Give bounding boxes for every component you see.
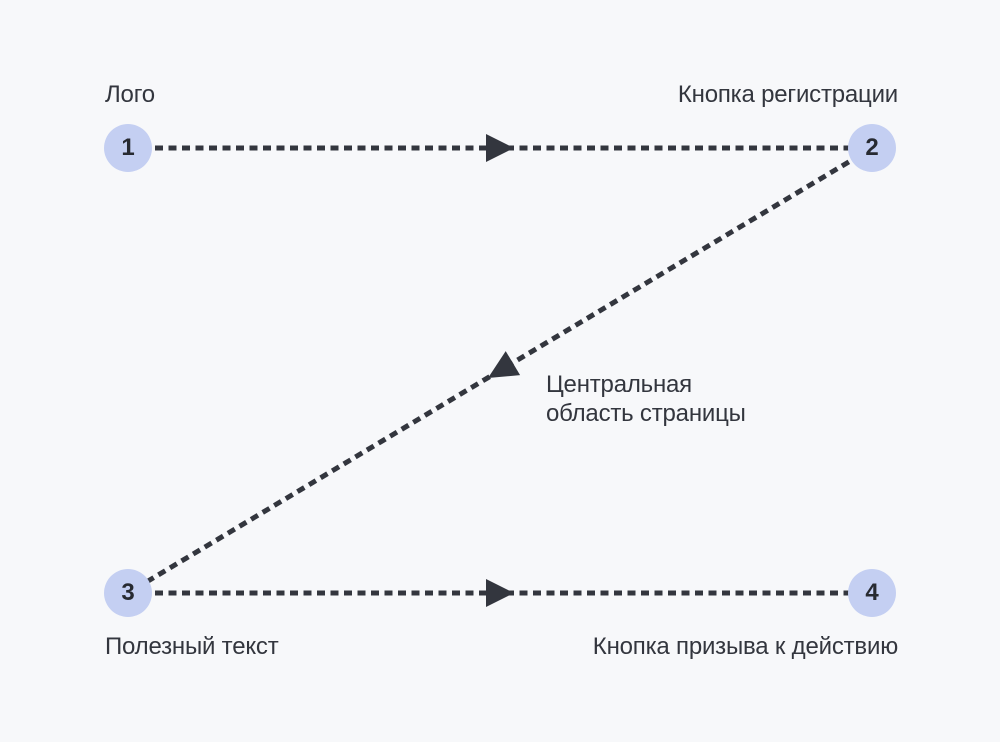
node-4-cta-button: 4 [848, 569, 896, 617]
label-center-area: Центральная область страницы [546, 371, 746, 427]
node-2-signup-button: 2 [848, 124, 896, 172]
label-signup-button: Кнопка регистрации [677, 81, 898, 108]
arrowhead-right-bottom-icon [486, 579, 514, 607]
arrowhead-right-top-icon [486, 134, 514, 162]
arrowhead-diagonal-icon [488, 351, 521, 378]
node-number: 1 [121, 134, 135, 161]
node-3-useful-text: 3 [104, 569, 152, 617]
label-useful-text: Полезный текст [105, 633, 279, 660]
node-1-logo: 1 [104, 124, 152, 172]
label-logo: Лого [105, 81, 155, 108]
label-cta-button: Кнопка призыва к действию [592, 633, 898, 660]
node-number: 4 [865, 579, 879, 606]
node-number: 3 [121, 579, 135, 606]
node-number: 2 [865, 134, 879, 161]
